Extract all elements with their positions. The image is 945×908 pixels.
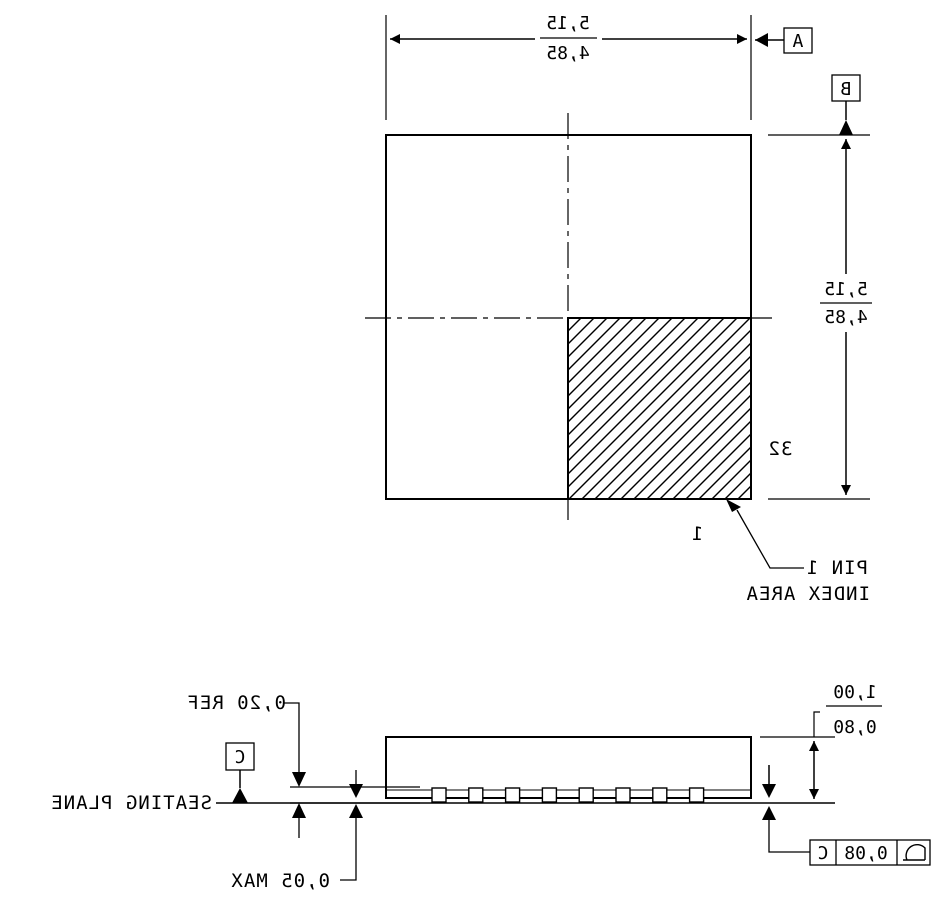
width-dimension: 5,15 4,85 xyxy=(385,13,752,120)
hatch-line xyxy=(920,318,945,499)
hatch-line xyxy=(868,318,945,499)
pin-32-label: 32 xyxy=(768,438,793,460)
pin-1-label: 1 xyxy=(691,523,703,545)
hatch-line xyxy=(620,368,751,499)
fcf-tolerance: 0,08 xyxy=(844,843,887,864)
flatness-leader xyxy=(762,765,810,853)
terminal-pad xyxy=(615,787,631,803)
hatch-line xyxy=(568,318,725,475)
standoff-dimension xyxy=(340,770,363,881)
width-min: 4,85 xyxy=(546,43,589,64)
datum-a-label: A xyxy=(792,31,803,52)
hatch-line xyxy=(737,485,751,499)
hatch-line xyxy=(568,318,673,423)
hatch-line xyxy=(568,318,582,332)
hatch-line xyxy=(568,318,738,488)
hatch-line xyxy=(724,472,751,499)
hatch-line xyxy=(568,318,712,462)
hatch-line xyxy=(568,318,569,319)
hatch-line xyxy=(777,318,945,499)
thickness-max: 1,00 xyxy=(833,682,876,703)
hatch-line xyxy=(842,318,945,499)
hatch-line xyxy=(607,355,751,499)
package-body-side xyxy=(385,736,752,799)
fcf-datum: C xyxy=(818,843,829,864)
hatch-line xyxy=(568,318,621,371)
thickness-min: 0,80 xyxy=(833,717,876,738)
hatch-line xyxy=(816,318,945,499)
height-max: 5,15 xyxy=(824,279,867,300)
hatch-line xyxy=(568,318,686,436)
terminal-pad xyxy=(468,787,484,803)
hatch-line xyxy=(568,318,699,449)
hatch-line xyxy=(711,459,751,499)
thickness-dimension: 1,00 0,80 xyxy=(760,682,882,799)
hatch-line xyxy=(881,318,945,499)
hatch-line xyxy=(568,318,608,358)
hatch-line xyxy=(568,318,595,345)
hatch-line xyxy=(633,381,751,499)
hatch-line xyxy=(568,318,634,384)
height-min: 4,85 xyxy=(824,307,867,328)
hatch-line xyxy=(672,420,751,499)
pin1-hatch-area xyxy=(568,318,945,499)
height-dimension: 5,15 4,85 xyxy=(768,134,872,500)
pin1-index-label-line1: PIN 1 xyxy=(806,557,868,579)
terminal-pad xyxy=(652,787,668,803)
terminal-pad xyxy=(504,787,521,803)
hatch-line xyxy=(698,446,751,499)
hatch-line xyxy=(594,342,751,499)
flatness-icon xyxy=(903,844,926,861)
hatch-line xyxy=(855,318,945,499)
terminal-pads xyxy=(431,787,705,803)
datum-b-label: B xyxy=(841,79,852,100)
feature-control-frame: C 0,08 xyxy=(809,839,931,866)
hatch-line xyxy=(581,329,751,499)
top-view: 5,15 4,85 A B 5,15 4,85 xyxy=(365,13,945,605)
seating-plane-label: SEATING PLANE xyxy=(50,792,212,814)
hatch-line xyxy=(790,318,945,499)
hatch-line xyxy=(803,318,945,499)
datum-a-feature: A xyxy=(755,27,813,54)
hatch-line xyxy=(764,318,945,499)
hatch-line xyxy=(750,498,751,499)
side-view: 1,00 0,80 C 0,08 0 xyxy=(50,682,931,892)
terminal-pad xyxy=(541,787,558,803)
terminal-pad xyxy=(578,787,594,803)
datum-c-label: C xyxy=(235,747,246,768)
hatch-line xyxy=(894,318,945,499)
standoff-label: 0,05 MAX xyxy=(230,870,330,892)
datum-c-feature: C xyxy=(225,742,255,803)
pin1-index-label-line2: INDEX AREA xyxy=(746,583,870,605)
hatch-line xyxy=(646,394,751,499)
hatch-line xyxy=(907,318,945,499)
hatch-line xyxy=(568,318,647,397)
hatch-line xyxy=(685,433,751,499)
ref-label: 0,20 REF xyxy=(186,692,286,714)
hatch-line xyxy=(568,318,751,499)
ref-dimension xyxy=(283,702,306,838)
pin1-index-leader xyxy=(726,499,804,569)
datum-b-feature: B xyxy=(831,74,861,135)
width-max: 5,15 xyxy=(546,13,589,34)
terminal-pad xyxy=(431,787,447,803)
terminal-pad xyxy=(688,787,705,803)
